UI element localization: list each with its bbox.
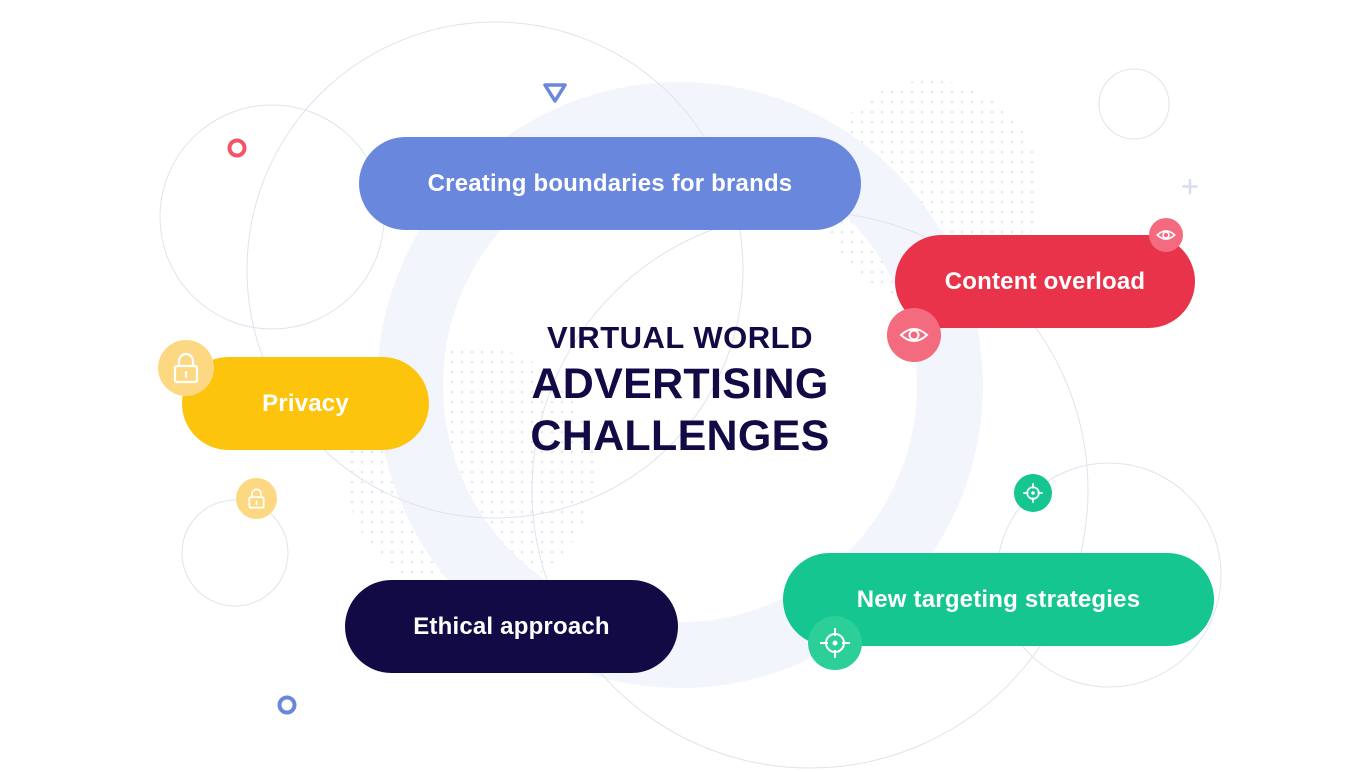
challenge-pill-boundaries: Creating boundaries for brands [359, 137, 861, 230]
lock-icon [236, 478, 277, 519]
challenge-pill-targeting: New targeting strategies [783, 553, 1214, 646]
outline-circle [181, 499, 289, 607]
small-ring-blue [277, 695, 297, 715]
challenge-label: Creating boundaries for brands [427, 169, 793, 197]
eye-icon [1149, 218, 1183, 252]
title-line-3: CHALLENGES [530, 412, 830, 460]
crosshair-icon [1014, 474, 1052, 512]
challenge-label: Content overload [944, 267, 1146, 295]
diagram-title: VIRTUAL WORLD ADVERTISING CHALLENGES [480, 318, 880, 462]
outline-circle [1098, 68, 1170, 140]
outline-circle [159, 104, 385, 330]
lock-icon [158, 340, 214, 396]
challenge-label: New targeting strategies [856, 585, 1141, 613]
title-line-1: VIRTUAL WORLD [547, 320, 813, 355]
crosshair-icon [808, 616, 862, 670]
challenge-pill-content-overload: Content overload [895, 235, 1195, 328]
outline-circle [246, 21, 744, 519]
challenge-pill-ethical: Ethical approach [345, 580, 678, 673]
eye-icon [887, 308, 941, 362]
challenge-label: Ethical approach [413, 612, 610, 640]
plus-shape [1182, 178, 1198, 195]
challenge-pill-privacy: Privacy [182, 357, 429, 450]
triangle-shape [543, 83, 567, 103]
challenge-label: Privacy [262, 389, 349, 417]
title-line-2: ADVERTISING [531, 360, 829, 408]
small-ring-red [227, 138, 247, 158]
